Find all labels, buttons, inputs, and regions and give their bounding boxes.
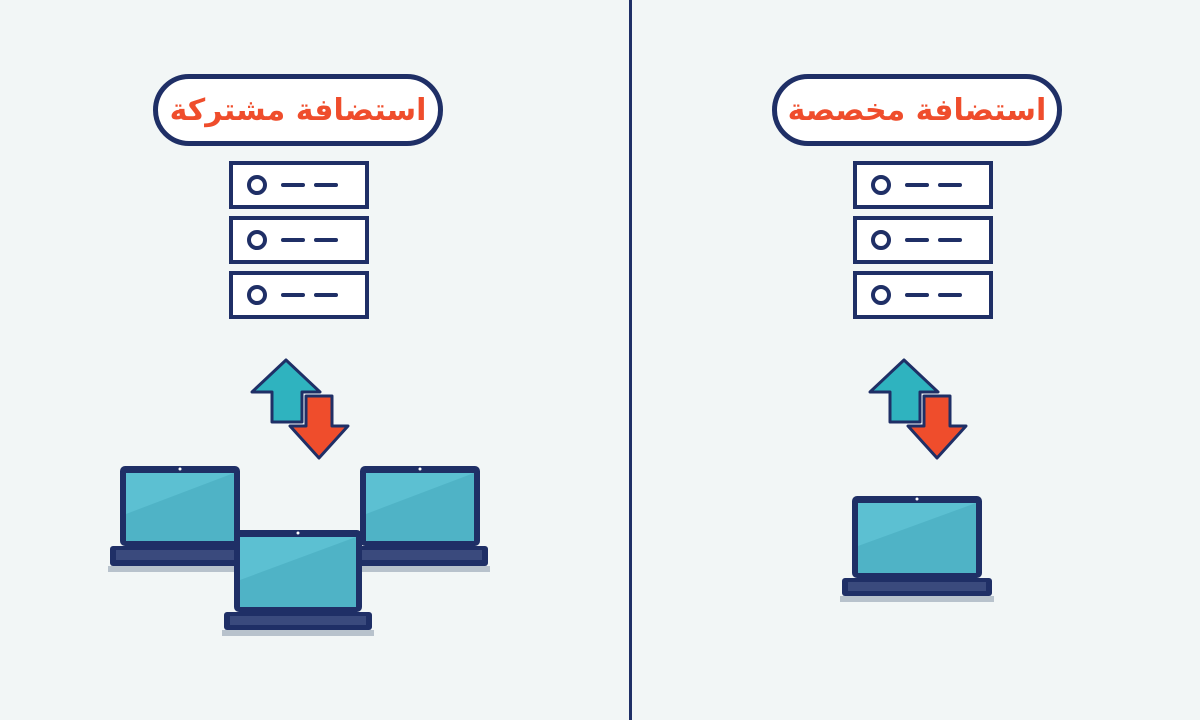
shared-hosting-title-pill: استضافة مشتركة: [153, 74, 443, 146]
laptop-icon: [108, 466, 250, 572]
download-arrow-icon: [288, 394, 350, 460]
shared-hosting-panel: استضافة مشتركة: [108, 74, 490, 636]
upload-arrow-icon: [868, 358, 940, 424]
server-icon: [853, 161, 993, 319]
panel-divider: [629, 0, 632, 720]
dedicated-hosting-panel: استضافة مخصصة: [632, 0, 1200, 720]
dedicated-hosting-title-pill: استضافة مخصصة: [772, 74, 1062, 146]
server-icon: [229, 161, 369, 319]
shared-hosting-title: استضافة مشتركة: [169, 92, 427, 128]
laptop-icon: [840, 496, 994, 602]
upload-arrow-icon: [250, 358, 322, 424]
laptop-icon: [348, 466, 490, 572]
dedicated-hosting-title: استضافة مخصصة: [787, 92, 1047, 128]
download-arrow-icon: [906, 394, 968, 460]
laptop-icon: [222, 530, 374, 636]
